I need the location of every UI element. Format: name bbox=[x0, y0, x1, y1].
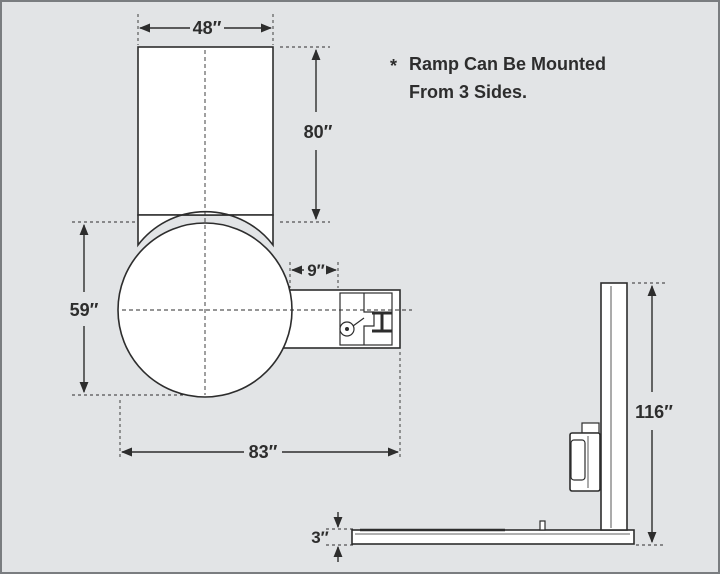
base-plate bbox=[351, 529, 635, 545]
label-59: 59″ bbox=[70, 300, 99, 320]
label-116: 116″ bbox=[635, 402, 673, 422]
roller-hub bbox=[345, 327, 349, 331]
side-view bbox=[351, 282, 635, 545]
dimension-lines bbox=[79, 23, 657, 562]
extension-lines bbox=[72, 14, 665, 546]
carriage-bracket-side bbox=[581, 422, 600, 434]
note-line-1: Ramp Can Be Mounted bbox=[409, 54, 606, 74]
label-9: 9″ bbox=[307, 261, 325, 280]
carriage-outline bbox=[339, 292, 393, 346]
label-83: 83″ bbox=[249, 442, 278, 462]
carriage-arm bbox=[352, 317, 365, 327]
ramp-lower-section bbox=[137, 210, 274, 248]
label-3: 3″ bbox=[311, 528, 329, 547]
ramp-outline bbox=[137, 46, 274, 216]
film-roll bbox=[570, 439, 586, 481]
mast bbox=[600, 282, 628, 531]
carriage-bracket bbox=[363, 293, 375, 345]
note-line-2: From 3 Sides. bbox=[409, 82, 527, 102]
base-post bbox=[539, 520, 546, 531]
i-beam-detail bbox=[372, 311, 392, 333]
label-48: 48″ bbox=[193, 18, 222, 38]
label-80: 80″ bbox=[304, 122, 333, 142]
note-asterisk: * bbox=[390, 56, 397, 76]
plan-view bbox=[117, 46, 412, 398]
